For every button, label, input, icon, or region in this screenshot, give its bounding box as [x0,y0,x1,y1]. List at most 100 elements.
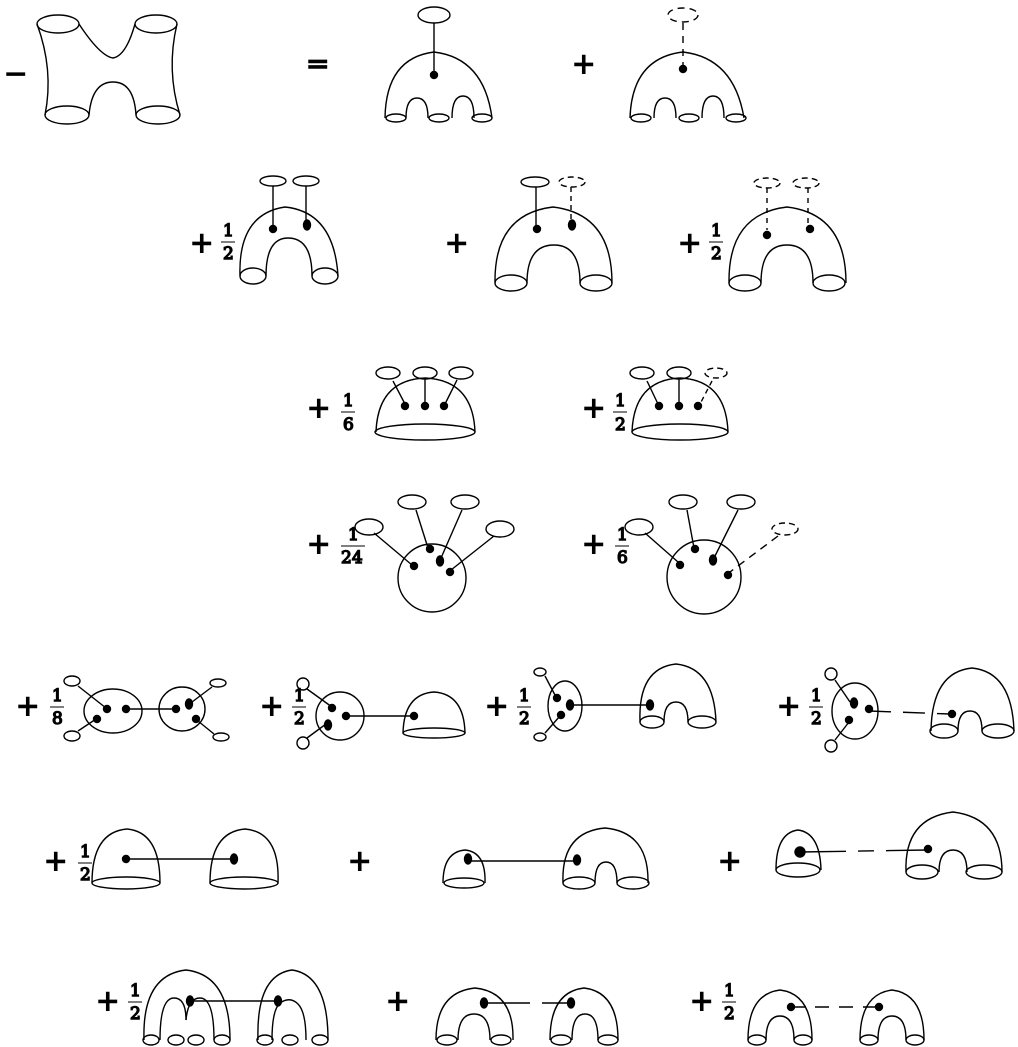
plus-sign: + [582,527,605,560]
svg-text:2: 2 [615,415,626,435]
vertex-dot [676,403,683,410]
svg-text:1: 1 [615,391,626,411]
plus-sign: + [16,689,39,722]
svg-text:2: 2 [519,709,530,729]
svg-text:1: 1 [519,686,530,706]
tadpole-term-2 [630,8,746,122]
vertex-dot [270,226,277,233]
quadruple-tadpole-sphere-term-dashed [625,495,798,614]
vertex-dot [422,403,429,410]
plus-sign: + [260,689,283,722]
svg-text:6: 6 [343,415,354,435]
vertex-dot [568,998,575,1008]
vertex-dot [574,855,581,865]
vertex-dot [431,72,438,79]
vertex-dot [695,403,702,410]
vertex-dot [710,555,717,565]
plus-sign: + [190,226,213,259]
plus-sign: + [485,689,508,722]
svg-text:2: 2 [811,709,822,729]
plus-sign: + [445,226,468,259]
vertex-dot [304,220,311,230]
vertex-dot [437,556,444,566]
annulus-annulus-exchange-term [143,970,328,1045]
fraction-one-half: 1 2 [221,221,235,264]
svg-text:1: 1 [80,842,91,862]
plus-sign: + [307,527,330,560]
vertex-dot [558,712,565,719]
vertex-dot [677,562,684,569]
quadruple-tadpole-sphere-term [355,495,514,612]
plus-sign: + [386,984,409,1017]
plus-sign: + [777,689,800,722]
vertex-dot [846,717,853,724]
vertex-dot [427,546,434,553]
disk-annulus-exchange-term [443,828,649,889]
svg-text:2: 2 [130,1004,141,1024]
vertex-dot [949,711,956,718]
svg-text:2: 2 [724,1004,735,1024]
vertex-dot [680,66,687,73]
fraction-one-half: 1 2 [809,686,823,729]
vertex-dot [447,569,454,576]
vertex-dot [807,226,814,233]
vertex-dot [441,403,448,410]
plus-sign: + [690,984,713,1017]
plus-sign: + [678,226,701,259]
vertex-dot [876,1004,883,1011]
svg-text:1: 1 [52,686,63,706]
double-tadpole-term-2 [495,177,612,291]
fraction-one-half: 1 2 [128,981,142,1024]
double-tadpole-term-1 [240,176,338,284]
disk-disk-exchange-term [92,829,278,889]
svg-text:1: 1 [617,525,628,545]
svg-text:2: 2 [711,244,722,264]
vertex-dot [692,546,699,553]
equals-sign: = [306,47,329,80]
vertex-dot [173,706,180,713]
vertex-dot [725,572,732,579]
fraction-one-half: 1 2 [722,981,736,1024]
plus-sign: + [44,844,67,877]
svg-text:2: 2 [80,865,91,885]
vertex-dot [325,720,332,730]
tadpole-term-1 [385,7,492,122]
annulus-annulus-dashed-exchange-term [748,990,924,1045]
fraction-one-eighth: 1 8 [50,686,64,729]
svg-text:1: 1 [711,221,722,241]
vertex-dot [465,854,472,864]
lhs-four-boundary-surface [37,15,180,124]
vertex-dot [402,403,409,410]
plus-sign: + [96,984,119,1017]
vertex-dot [647,700,654,710]
two-sphere-exchange-term [64,676,229,741]
plus-sign: + [572,47,595,80]
vertex-dot [104,706,111,713]
vertex-dot [534,226,541,233]
vertex-dot [569,220,576,230]
vertex-dot [554,695,561,702]
vertex-dot [656,403,663,410]
svg-text:1: 1 [130,981,141,1001]
vertex-dot [411,713,418,720]
vertex-dot [411,563,418,570]
triple-tadpole-disk-term-dashed [630,367,728,440]
fraction-one-half: 1 2 [78,842,92,885]
svg-text:1: 1 [343,391,354,411]
svg-text:1: 1 [724,981,735,1001]
vertex-dot [94,716,101,723]
plus-sign: + [348,844,371,877]
svg-text:2: 2 [294,709,305,729]
annulus-annulus-mixed-exchange-term [436,988,618,1045]
fraction-one-half: 1 2 [517,686,531,729]
sphere-annulus-exchange-term [534,664,716,741]
svg-text:1: 1 [348,525,359,545]
vertex-dot [764,232,771,239]
fraction-one-sixth: 1 6 [341,391,355,435]
plus-sign: + [582,391,605,424]
triple-tadpole-disk-term [375,367,475,440]
fraction-one-half: 1 2 [709,221,723,264]
svg-text:8: 8 [52,709,63,729]
disk-annulus-dashed-exchange-term [776,812,1002,879]
vertex-dot [329,705,336,712]
